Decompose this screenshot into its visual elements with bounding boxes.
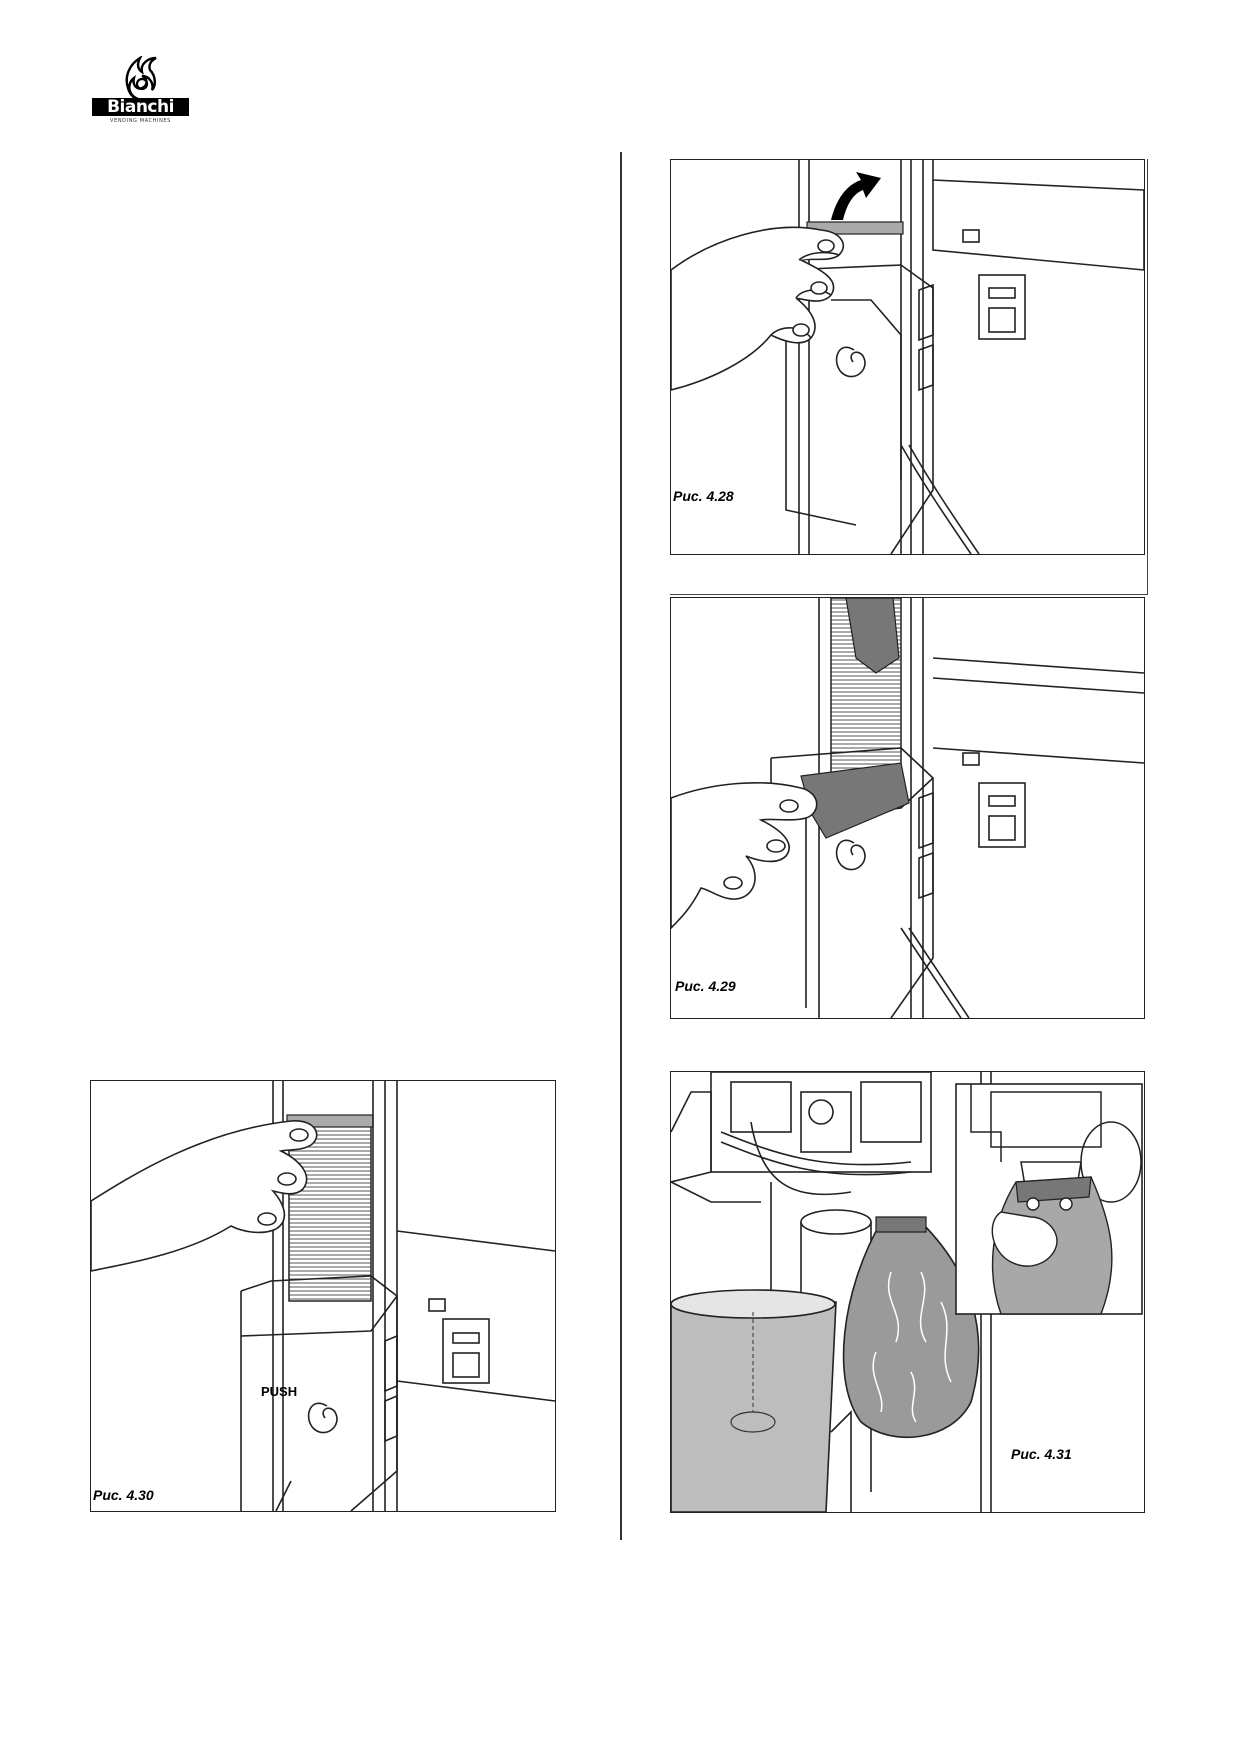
figure-caption: Рис. 4.29: [673, 978, 738, 994]
figure-4-28: Рис. 4.28: [670, 159, 1145, 555]
figure-caption: Рис. 4.30: [91, 1487, 156, 1503]
figure-4-29-drawing: [671, 598, 1144, 1018]
brand-tagline: VENDING MACHINES: [110, 118, 171, 124]
figure-caption: Рис. 4.28: [671, 488, 736, 504]
push-label: PUSH: [261, 1384, 298, 1399]
column-divider: [620, 152, 622, 1540]
figure-4-29: Рис. 4.29: [670, 597, 1145, 1019]
figure-4-31-drawing: [671, 1072, 1143, 1512]
flame-logo-icon: [125, 56, 157, 102]
figure-4-28-edge: [1147, 159, 1148, 595]
figure-4-28-drawing: [671, 160, 1144, 554]
figure-4-30-drawing: [91, 1081, 555, 1511]
brand-name: Bianchi: [92, 98, 189, 116]
figure-4-30: PUSH Рис. 4.30: [90, 1080, 556, 1512]
figure-4-31: Рис. 4.31: [670, 1071, 1145, 1513]
brand-logo: Bianchi VENDING MACHINES: [92, 56, 192, 130]
figure-4-28-base: [670, 594, 1148, 595]
figure-caption: Рис. 4.31: [1009, 1446, 1074, 1462]
